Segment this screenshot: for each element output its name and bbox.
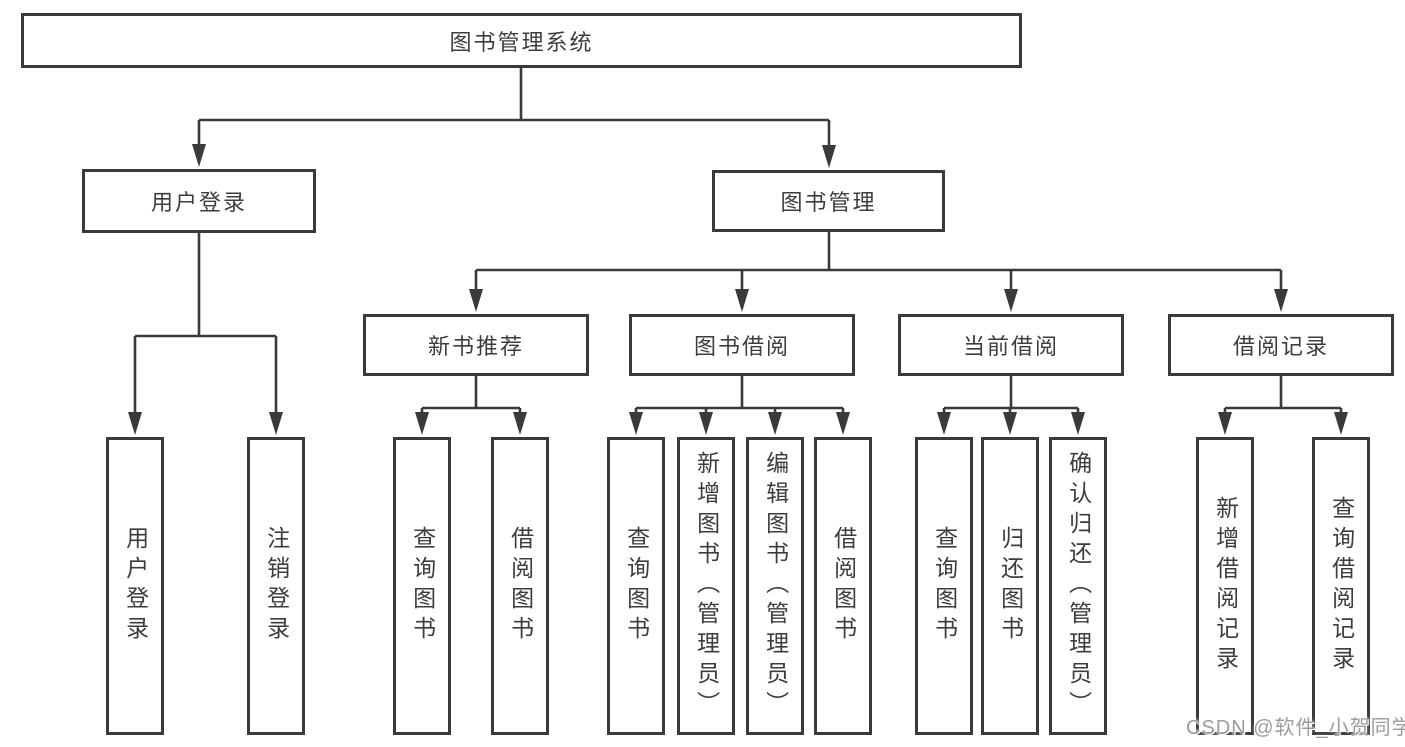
node-book-borrowing-label: 图书借阅 (693, 334, 790, 359)
node-book-management: 图书管理 (712, 170, 945, 232)
leaf-query-books-current: 查询图书 (915, 437, 973, 735)
leaf-edit-books-admin-label: 编辑图书（管理员） (762, 451, 789, 721)
node-library-system: 图书管理系统 (21, 13, 1022, 68)
leaf-query-books-recommend-label: 查询图书 (409, 526, 436, 646)
leaf-query-borrow-record: 查询借阅记录 (1312, 437, 1370, 735)
leaf-return-books: 归还图书 (981, 437, 1039, 735)
node-new-book-recommend: 新书推荐 (363, 314, 589, 376)
node-borrow-records: 借阅记录 (1168, 314, 1394, 376)
leaf-edit-books-admin: 编辑图书（管理员） (746, 437, 804, 735)
node-book-borrowing: 图书借阅 (629, 314, 855, 376)
leaf-query-books-borrowing: 查询图书 (607, 437, 665, 735)
leaf-query-borrow-record-label: 查询借阅记录 (1328, 496, 1355, 676)
leaf-query-books-recommend: 查询图书 (393, 437, 451, 735)
node-library-system-label: 图书管理系统 (449, 29, 594, 55)
node-current-borrow-label: 当前借阅 (962, 334, 1059, 359)
leaf-logout: 注销登录 (247, 437, 305, 735)
leaf-add-books-admin-label: 新增图书（管理员） (693, 451, 720, 721)
leaf-confirm-return-admin: 确认归还（管理员） (1049, 437, 1107, 735)
node-new-book-recommend-label: 新书推荐 (427, 334, 524, 359)
connector-paths (133, 68, 1343, 414)
node-current-borrow: 当前借阅 (898, 314, 1124, 376)
node-borrow-records-label: 借阅记录 (1232, 334, 1329, 359)
leaf-borrow-books-label: 借阅图书 (830, 526, 857, 646)
leaf-confirm-return-admin-label: 确认归还（管理员） (1065, 451, 1092, 721)
leaf-logout-label: 注销登录 (263, 526, 290, 646)
leaf-user-login-label: 用户登录 (122, 526, 149, 646)
leaf-borrow-books: 借阅图书 (814, 437, 872, 735)
leaf-borrow-books-recommend-label: 借阅图书 (507, 526, 534, 646)
arrowheads (128, 144, 1348, 435)
leaf-add-books-admin: 新增图书（管理员） (677, 437, 735, 735)
leaf-return-books-label: 归还图书 (997, 526, 1024, 646)
leaf-borrow-books-recommend: 借阅图书 (491, 437, 549, 735)
node-user-login: 用户登录 (82, 169, 316, 233)
leaf-query-books-current-label: 查询图书 (931, 526, 958, 646)
leaf-query-books-borrowing-label: 查询图书 (623, 526, 650, 646)
leaf-add-borrow-record: 新增借阅记录 (1196, 437, 1254, 735)
leaf-add-borrow-record-label: 新增借阅记录 (1212, 496, 1239, 676)
csdn-watermark: CSDN @软件_小贺同学 (1186, 717, 1405, 739)
leaf-user-login: 用户登录 (106, 437, 164, 735)
node-user-login-label: 用户登录 (150, 190, 247, 215)
node-book-management-label: 图书管理 (780, 190, 877, 215)
